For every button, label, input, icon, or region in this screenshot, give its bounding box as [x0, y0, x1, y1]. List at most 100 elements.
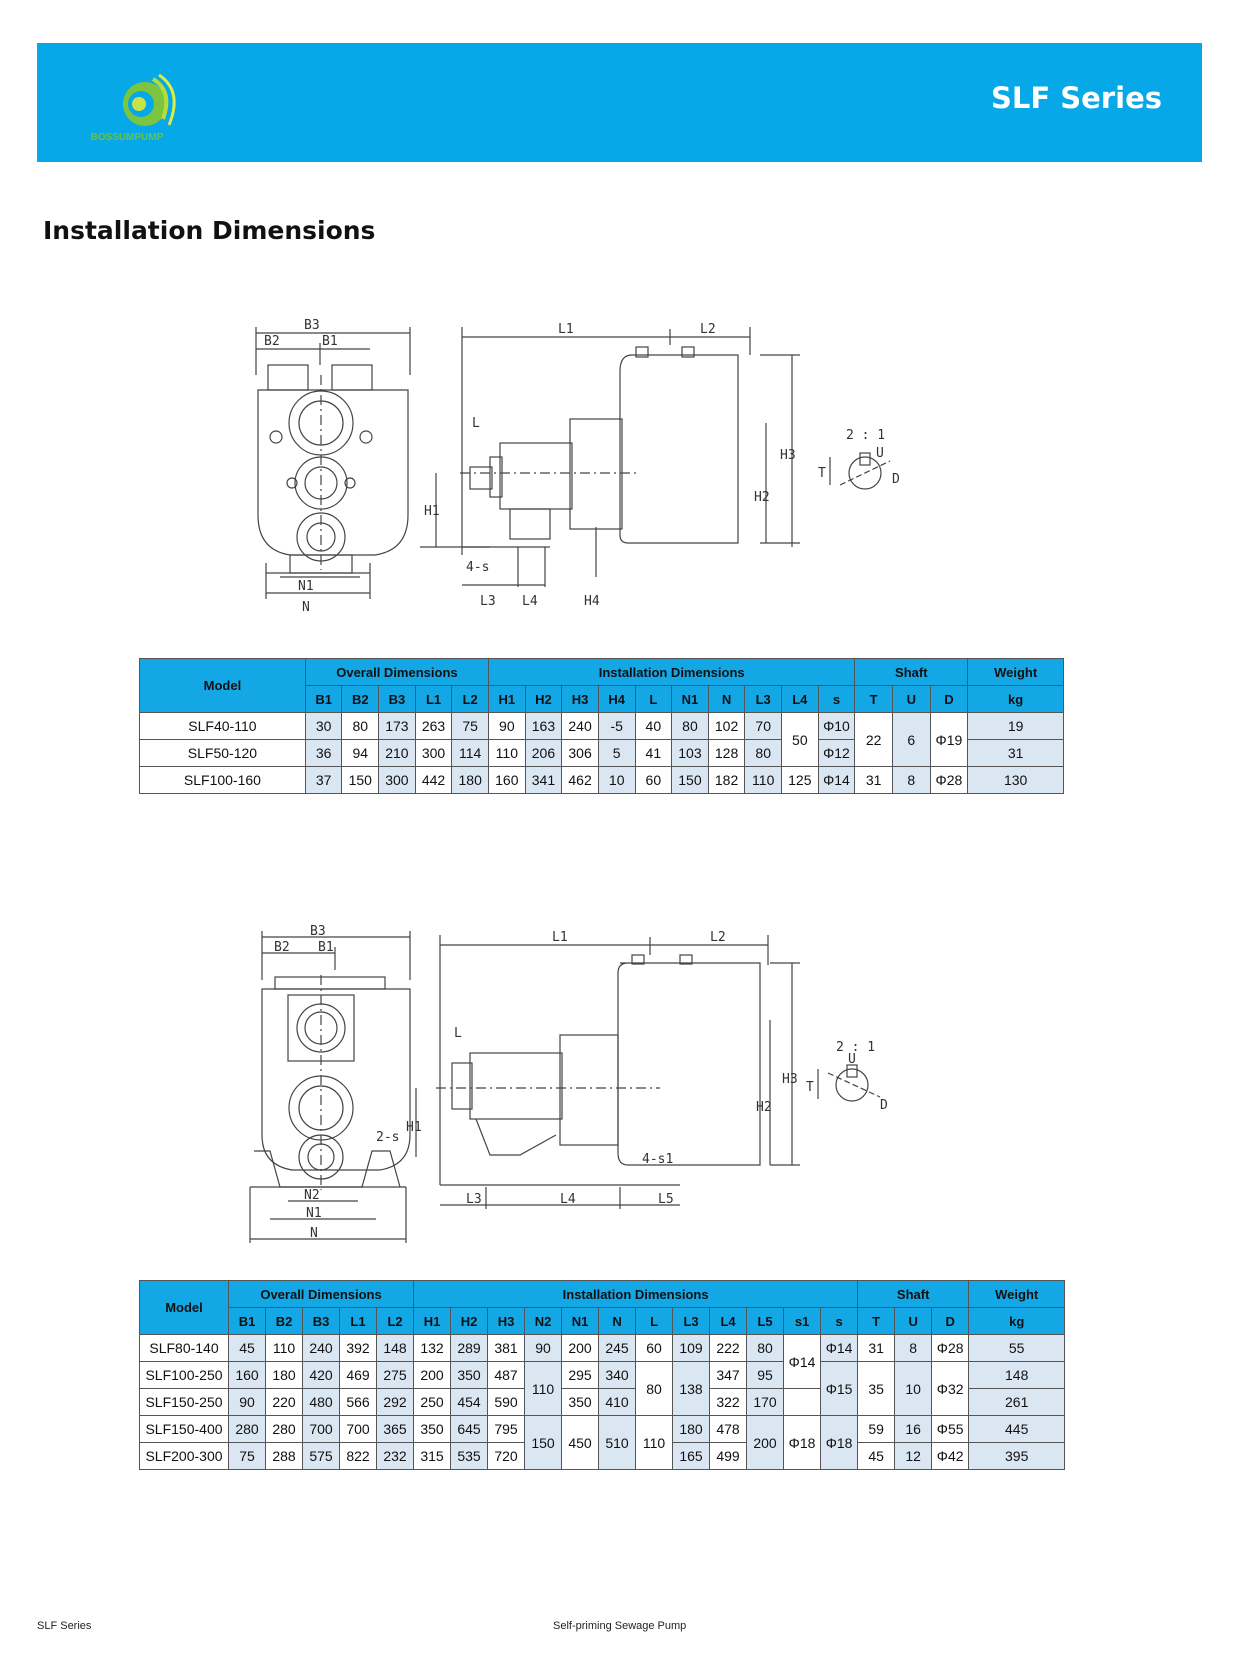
table-cell: 80: [671, 712, 709, 740]
table-cell: 10: [597, 766, 636, 794]
col-header: H3: [561, 685, 599, 713]
table-cell: 245: [598, 1334, 637, 1362]
table-cell: 280: [265, 1415, 303, 1443]
col-header: H1: [488, 685, 526, 713]
table-cell: Φ15: [820, 1361, 859, 1416]
table-cell: 110: [488, 739, 526, 767]
table-cell: 240: [561, 712, 599, 740]
table-cell: 150: [341, 766, 380, 794]
table-cell: 110: [744, 766, 783, 794]
table-cell: 590: [487, 1388, 526, 1416]
dim-label: L4: [522, 594, 538, 609]
table-cell: 90: [488, 712, 526, 740]
table-cell: 19: [967, 712, 1064, 740]
table-cell: 454: [450, 1388, 489, 1416]
col-header: B3: [302, 1307, 340, 1335]
table-cell: Φ55: [931, 1415, 970, 1443]
group-header: Overall Dimensions: [304, 658, 490, 686]
table-cell: 535: [450, 1442, 489, 1470]
table-cell: 173: [378, 712, 416, 740]
dim-label: L4: [560, 1192, 576, 1207]
table-cell: 480: [302, 1388, 340, 1416]
table-cell: 31: [857, 1334, 896, 1362]
col-header: N: [707, 685, 746, 713]
shaft-detail-1: [829, 452, 891, 490]
dim-label: N1: [298, 579, 314, 594]
table-cell: 75: [228, 1442, 266, 1470]
table-cell: 90: [524, 1334, 563, 1362]
table-cell: 275: [375, 1361, 415, 1389]
table-cell: Φ14: [817, 766, 856, 794]
col-header: B2: [265, 1307, 303, 1335]
dim-label: H1: [424, 504, 440, 519]
dim-label: H3: [782, 1072, 798, 1087]
table-cell: 59: [857, 1415, 896, 1443]
dim-label: T: [806, 1080, 814, 1095]
side-view-1: [420, 327, 800, 587]
table-cell: 510: [598, 1415, 637, 1470]
table-cell: 110: [265, 1334, 303, 1362]
col-header: U: [891, 685, 931, 713]
group-header: Installation Dimensions: [488, 658, 856, 686]
col-header: L3: [672, 1307, 711, 1335]
dim-label: D: [892, 472, 900, 487]
dim-label: 4-s: [466, 560, 489, 575]
model-cell: SLF100-160: [139, 766, 306, 794]
col-header: s1: [783, 1307, 822, 1335]
table-cell: 132: [413, 1334, 452, 1362]
front-view-2: [249, 931, 411, 1243]
table-cell: 31: [967, 739, 1064, 767]
dim-label: T: [818, 466, 826, 481]
table-cell: 31: [854, 766, 893, 794]
dim-label: B2: [274, 940, 290, 955]
series-title: SLF Series: [991, 81, 1162, 115]
side-view-2: [415, 935, 800, 1209]
col-header: L1: [339, 1307, 377, 1335]
table-cell: 35: [857, 1361, 896, 1416]
table-cell: 200: [561, 1334, 600, 1362]
table-cell: 220: [265, 1388, 303, 1416]
table-cell: 700: [339, 1415, 377, 1443]
table-cell: 232: [375, 1442, 415, 1470]
table-cell: 292: [375, 1388, 415, 1416]
col-header: B1: [304, 685, 343, 713]
col-header: N: [598, 1307, 637, 1335]
dim-label: D: [880, 1098, 888, 1113]
swirl-logo-icon: [77, 69, 217, 149]
table-cell: 575: [302, 1442, 340, 1470]
table-cell: 80: [635, 1361, 674, 1416]
table-cell: 289: [450, 1334, 489, 1362]
table-cell: 36: [304, 739, 343, 767]
table-cell: 450: [561, 1415, 600, 1470]
table-cell: 645: [450, 1415, 489, 1443]
table-cell: 222: [709, 1334, 748, 1362]
table-cell: 138: [672, 1361, 711, 1416]
table-cell: 180: [672, 1415, 711, 1443]
group-header: Weight: [968, 1280, 1066, 1308]
brand-name: BOSSUMPUMP: [90, 132, 164, 143]
table-cell: 30: [304, 712, 343, 740]
col-header: B3: [378, 685, 416, 713]
dim-label: U: [848, 1052, 856, 1067]
table-cell: 350: [561, 1388, 600, 1416]
table-cell: 150: [671, 766, 709, 794]
col-header: D: [929, 685, 969, 713]
table-cell: 250: [413, 1388, 452, 1416]
dimensions-table-2: Model Overall Dimensions Installation Di…: [139, 1280, 1066, 1470]
table-row: SLF40-110 30 80 173 263 75 90 163 240 -5…: [139, 712, 1064, 767]
col-header: L4: [709, 1307, 748, 1335]
table-cell: 150: [524, 1415, 563, 1470]
col-header: L: [634, 685, 673, 713]
table-cell: 487: [487, 1361, 526, 1389]
table-cell: 160: [228, 1361, 266, 1389]
dim-label: 2-s: [376, 1130, 399, 1145]
col-header: B2: [341, 685, 380, 713]
dim-label: L1: [558, 322, 574, 337]
table-cell: 341: [524, 766, 563, 794]
model-cell: SLF200-300: [139, 1442, 229, 1470]
col-header: kg: [968, 1307, 1066, 1335]
dim-label: L2: [700, 322, 716, 337]
table-cell: 165: [672, 1442, 711, 1470]
table-cell: 340: [598, 1361, 637, 1389]
col-header: H2: [450, 1307, 489, 1335]
